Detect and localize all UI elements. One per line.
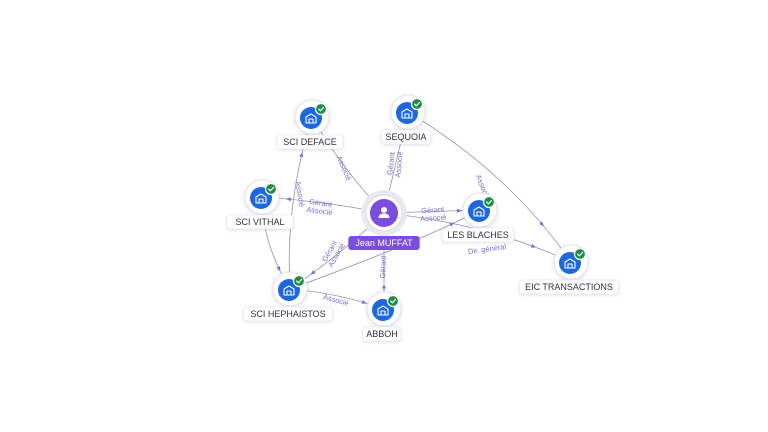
person-node-jean[interactable]: Jean MUFFAT — [348, 190, 420, 250]
building-icon — [401, 108, 413, 119]
company-name: SCI DEFACE — [283, 137, 337, 147]
verified-check-icon — [264, 182, 278, 196]
company-label: SCI VITHAL — [226, 214, 294, 230]
label-background — [518, 279, 620, 295]
edge-label: Gérant — [385, 151, 396, 176]
edge-arrow — [361, 300, 367, 304]
company-label: ABBOH — [362, 326, 402, 342]
verified-check-icon — [314, 102, 328, 116]
building-icon — [283, 285, 295, 296]
person-name: Jean MUFFAT — [355, 238, 413, 248]
company-node-eic[interactable]: EIC TRANSACTIONS — [518, 244, 620, 295]
edge-label: Associé — [306, 205, 333, 218]
edge-label: Associé — [335, 154, 354, 182]
label-background — [381, 129, 431, 145]
edge-label: Associé — [420, 213, 447, 224]
edge-label-group: Gérant — [378, 254, 388, 278]
label-background — [362, 326, 402, 342]
edge-label: Associé — [322, 292, 350, 308]
edge-label: Gérant — [378, 254, 388, 278]
building-icon — [564, 258, 576, 269]
edge-arrow — [456, 208, 462, 213]
company-node-blaches[interactable]: LES BLACHES — [441, 192, 515, 243]
label-background — [226, 214, 294, 230]
nodes-layer: SCI DEFACE SEQUOIA SCI VITHAL LES BLACHES EI… — [226, 94, 620, 342]
building-icon — [473, 206, 485, 217]
label-background — [276, 134, 344, 150]
company-label: SCI HEPHAISTOS — [243, 306, 333, 322]
edge-arrow — [310, 270, 316, 275]
edge-label-group: Dir. général — [467, 242, 507, 256]
building-icon — [255, 193, 267, 204]
verified-check-icon — [573, 247, 587, 261]
person-label: Jean MUFFAT — [348, 236, 420, 250]
building-icon — [305, 113, 317, 124]
edge-arrow — [285, 197, 292, 202]
edge-label: Dir. général — [467, 242, 507, 256]
verified-check-icon — [482, 195, 496, 209]
edge-arrow — [530, 243, 537, 248]
person-icon — [378, 207, 390, 218]
edge-label-group: Associé — [335, 154, 354, 182]
company-name: ABBOH — [366, 329, 398, 339]
edge-label: Gérant — [421, 205, 445, 216]
edge-arrow — [449, 222, 455, 227]
edge-arrow — [539, 221, 544, 227]
company-name: EIC TRANSACTIONS — [525, 282, 613, 292]
company-name: SEQUOIA — [385, 132, 426, 142]
verified-check-icon — [410, 97, 424, 111]
company-label: SCI DEFACE — [276, 134, 344, 150]
label-background — [441, 227, 515, 243]
edge-arrow — [382, 285, 386, 291]
edge-label-group: Associé — [322, 292, 350, 308]
company-node-abboh[interactable]: ABBOH — [362, 291, 402, 342]
edge-line — [407, 111, 572, 263]
company-node-heph[interactable]: SCI HEPHAISTOS — [243, 271, 333, 322]
building-icon — [377, 305, 389, 316]
company-name: LES BLACHES — [447, 230, 509, 240]
edge-arrow — [276, 266, 281, 272]
verified-check-icon — [292, 274, 306, 288]
company-label: EIC TRANSACTIONS — [518, 279, 620, 295]
company-node-vithal[interactable]: SCI VITHAL — [226, 179, 294, 230]
person-label-background — [348, 236, 420, 250]
company-label: SEQUOIA — [381, 129, 431, 145]
label-background — [243, 306, 333, 322]
edge-label-group: Associé — [293, 180, 306, 207]
company-name: SCI VITHAL — [235, 217, 284, 227]
company-node-scidef[interactable]: SCI DEFACE — [276, 99, 344, 150]
company-name: SCI HEPHAISTOS — [250, 309, 325, 319]
edge-label: Associé — [393, 151, 405, 178]
edge-label: Associé — [293, 180, 306, 207]
company-node-sequoia[interactable]: SEQUOIA — [381, 94, 431, 145]
edge-arrow — [299, 151, 304, 158]
company-label: LES BLACHES — [441, 227, 515, 243]
verified-check-icon — [386, 294, 400, 308]
edge-label: Gérant — [309, 197, 334, 209]
